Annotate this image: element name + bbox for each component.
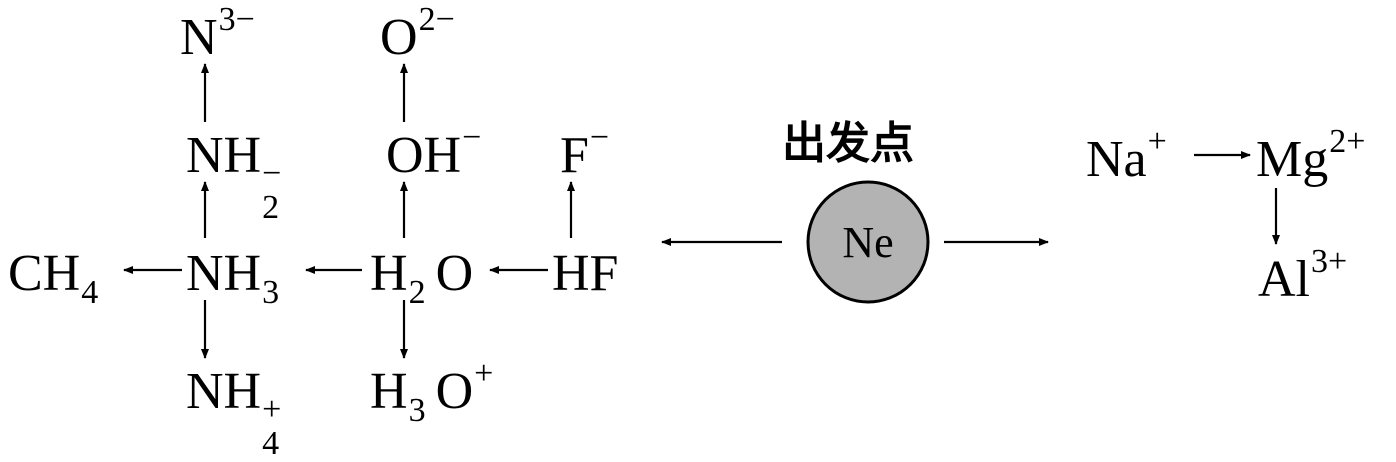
species-n3-minus: N3− xyxy=(180,2,255,66)
species-oh-minus: OH− xyxy=(386,120,481,184)
ne-circle xyxy=(806,180,930,304)
formula-charge: − xyxy=(262,155,282,192)
formula-subscript: 3 xyxy=(408,391,426,429)
formula-base: N xyxy=(180,9,218,66)
formula-charge: 3− xyxy=(218,0,255,38)
formula-base: NH xyxy=(186,245,262,302)
formula-charge: + xyxy=(262,391,282,428)
formula-base: H xyxy=(370,245,408,302)
formula-scripts: −2 xyxy=(262,157,281,225)
species-nh4-plus: NH+4 xyxy=(186,366,281,461)
formula-base: NH xyxy=(186,127,262,184)
species-mg2-plus: Mg2+ xyxy=(1256,124,1365,188)
formula-charge: + xyxy=(474,354,494,392)
species-f-minus: F− xyxy=(560,120,609,184)
formula-base: NH xyxy=(186,363,262,420)
formula-charge: − xyxy=(462,118,482,156)
species-nh3: NH3 xyxy=(186,245,279,310)
species-ch4: CH4 xyxy=(8,245,98,310)
formula-charge: 2+ xyxy=(1329,122,1366,160)
formula-charge: + xyxy=(1147,122,1167,160)
ne-label: Ne xyxy=(842,217,894,267)
formula-base: F xyxy=(560,127,589,184)
formula-tail: O xyxy=(435,363,474,420)
formula-base: Na xyxy=(1086,131,1147,188)
formula-subscript: 4 xyxy=(81,273,99,311)
formula-charge: 2− xyxy=(418,0,455,38)
species-nh2-minus: NH−2 xyxy=(186,130,281,225)
formula-base: HF xyxy=(552,245,619,302)
formula-subscript: 2 xyxy=(408,273,426,311)
start-point-title: 出发点 xyxy=(782,118,914,169)
formula-base: Al xyxy=(1258,251,1310,308)
formula-charge: 3+ xyxy=(1311,242,1348,280)
species-al3-plus: Al3+ xyxy=(1258,244,1347,308)
formula-base: O xyxy=(380,9,418,66)
formula-scripts: +4 xyxy=(262,393,281,461)
arrows-layer xyxy=(123,63,1280,359)
species-o2-minus: O2− xyxy=(380,2,455,66)
formula-subscript: 2 xyxy=(262,189,280,226)
formula-base: OH xyxy=(386,127,462,184)
formula-subscript: 4 xyxy=(262,425,280,462)
formula-subscript: 3 xyxy=(262,273,280,311)
formula-charge: − xyxy=(589,118,610,156)
formula-base: Mg xyxy=(1256,131,1329,188)
formula-base: H xyxy=(370,363,408,420)
species-na-plus: Na+ xyxy=(1086,124,1167,188)
formula-tail: O xyxy=(435,245,474,302)
species-hf: HF xyxy=(552,248,618,300)
formula-base: CH xyxy=(8,245,81,302)
